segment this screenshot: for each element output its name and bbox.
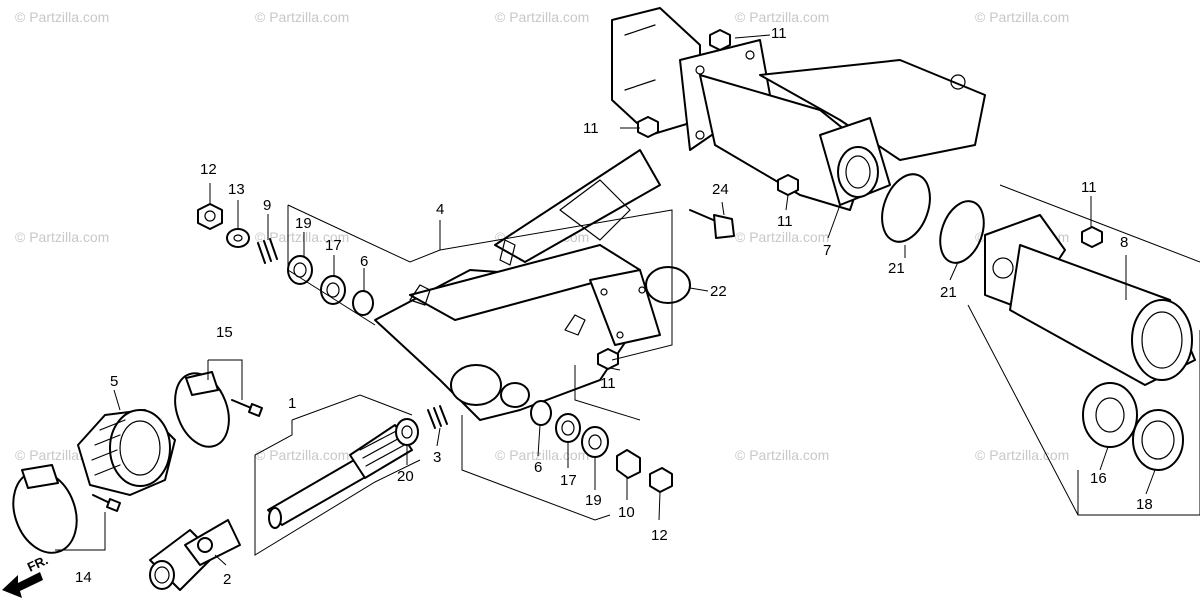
watermark: © Partzilla.com [495,447,589,463]
callout-24: 24 [712,181,729,198]
callout-11e: 11 [600,375,616,392]
callout-20: 20 [397,468,414,485]
callout-13: 13 [228,181,245,198]
rear-axle-housing-upper [611,7,986,211]
callout-16: 16 [1090,470,1107,487]
watermark: © Partzilla.com [735,229,829,245]
callout-10: 10 [618,504,635,521]
watermark: © Partzilla.com [495,9,589,25]
watermark: © Partzilla.com [15,229,109,245]
callout-11b: 11 [583,120,599,137]
callout-11d: 11 [1081,179,1097,196]
watermark: © Partzilla.com [975,447,1069,463]
watermark: © Partzilla.com [255,9,349,25]
callout-5: 5 [110,373,118,390]
callout-7: 7 [823,242,831,259]
callout-21b: 21 [940,284,957,301]
callout-18: 18 [1136,496,1153,513]
watermark: © Partzilla.com [15,9,109,25]
callout-19a: 19 [295,215,312,232]
callout-2: 2 [223,571,231,588]
callout-12a: 12 [200,161,217,178]
callout-3: 3 [433,449,441,466]
callout-17b: 17 [560,472,577,489]
watermark: © Partzilla.com [735,447,829,463]
watermark: © Partzilla.com [255,229,349,245]
watermark: © Partzilla.com [975,9,1069,25]
callout-14: 14 [75,569,92,586]
small-hardware [92,29,1184,512]
band-clamps [12,371,230,554]
drive-shaft [267,424,413,529]
callout-6a: 6 [360,253,368,270]
bearing-housing [984,214,1196,386]
callout-21a: 21 [888,260,905,277]
callout-15: 15 [216,324,233,341]
direction-label: FR. [25,552,50,574]
callout-11c: 11 [777,213,793,230]
callout-12b: 12 [651,527,668,544]
callout-17a: 17 [325,237,342,254]
callout-22: 22 [710,283,727,300]
swingarm [374,149,661,421]
callout-8: 8 [1120,234,1128,251]
callout-1: 1 [288,395,296,412]
callout-6b: 6 [534,459,542,476]
leader-lines [55,34,1200,566]
front-direction-indicator: FR. [2,552,50,598]
callouts: 1 2 3 4 5 6 6 7 8 9 10 11 11 11 11 11 12… [75,25,1153,588]
watermark: © Partzilla.com [255,447,349,463]
arrow-left-icon [2,572,43,598]
callout-4: 4 [436,201,444,218]
watermark: © Partzilla.com [735,9,829,25]
callout-19b: 19 [585,492,602,509]
callout-9: 9 [263,197,271,214]
callout-11a: 11 [771,25,787,42]
universal-joint [149,519,241,591]
boot [77,409,176,496]
